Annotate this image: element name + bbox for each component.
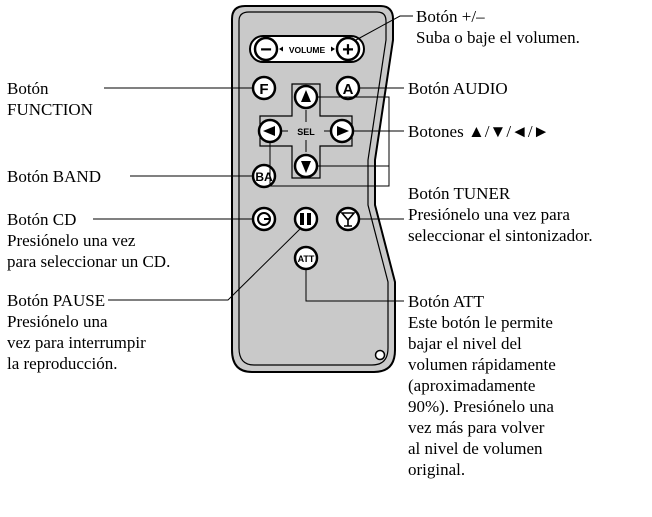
callout-volume-title: Botón +/– — [416, 7, 485, 26]
sel-cross-frame — [259, 83, 353, 179]
volume-plus-button — [335, 36, 361, 62]
callout-tuner-desc-line1: Presiónelo una vez para — [408, 205, 570, 224]
callout-att-desc-line8: original. — [408, 460, 466, 479]
remote-inner-edge — [238, 11, 389, 366]
sel-label: SEL — [297, 127, 315, 137]
callout-att-desc-line6: vez más para volver — [408, 418, 545, 437]
volume-left-triangle — [279, 46, 283, 52]
callout-audio-title: Botón AUDIO — [408, 79, 508, 98]
callout-function-title: Botón — [7, 79, 49, 98]
callout-pause-desc-line1: Presiónelo una — [7, 312, 108, 331]
callout-att-desc-line4: (aproximadamente — [408, 376, 536, 395]
callout-volume: Botón +/– Suba o baje el volumen. — [416, 6, 580, 48]
pause-icon-bar-right — [307, 213, 311, 225]
callout-cd-desc-line2: para seleccionar un CD. — [7, 252, 171, 271]
callout-function: Botón FUNCTION — [7, 78, 93, 120]
callout-volume-desc: Suba o baje el volumen. — [416, 28, 580, 47]
callout-tuner-title: Botón TUNER — [408, 184, 511, 203]
pause-icon-bar-left — [300, 213, 304, 225]
callout-att: Botón ATT Este botón le permite bajar el… — [408, 291, 556, 480]
remote-hole — [374, 349, 386, 361]
callout-att-title: Botón ATT — [408, 292, 485, 311]
pause-button — [293, 206, 319, 232]
volume-plus-glyph: + — [342, 39, 354, 61]
band-key-label: BA — [255, 170, 273, 184]
tuner-antenna-icon — [340, 212, 356, 227]
audio-key-label: A — [343, 81, 354, 98]
callout-tuner: Botón TUNER Presiónelo una vez para sele… — [408, 183, 593, 246]
callout-att-desc-line2: bajar el nivel del — [408, 334, 522, 353]
callout-cd-title: Botón CD — [7, 210, 77, 229]
callout-att-desc-line7: al nivel de volumen — [408, 439, 543, 458]
callout-pause-title: Botón PAUSE — [7, 291, 106, 310]
leader-pause — [108, 227, 302, 301]
leader-arrows-bracket — [270, 96, 390, 187]
volume-right-triangle — [331, 46, 335, 52]
down-arrow-icon — [301, 161, 311, 173]
leader-att — [305, 269, 404, 302]
volume-label: VOLUME — [289, 45, 326, 55]
callout-att-desc-line3: volumen rápidamente — [408, 355, 556, 374]
callout-cd: Botón CD Presiónelo una vez para selecci… — [7, 209, 170, 272]
callout-cd-desc-line1: Presiónelo una vez — [7, 231, 136, 250]
leader-volume — [355, 15, 413, 41]
callout-pause-desc-line3: la reproducción. — [7, 354, 118, 373]
volume-minus-button — [253, 36, 279, 62]
callout-pause-desc-line2: vez para interrumpir — [7, 333, 146, 352]
callout-function-title2: FUNCTION — [7, 100, 93, 119]
callout-att-desc-line1: Este botón le permite — [408, 313, 553, 332]
left-arrow-icon — [263, 126, 275, 136]
callout-tuner-desc-line2: seleccionar el sintonizador. — [408, 226, 593, 245]
callout-att-desc-line5: 90%). Presiónelo una — [408, 397, 554, 416]
callout-band-title: Botón BAND — [7, 167, 101, 186]
right-arrow-icon — [337, 126, 349, 136]
volume-minus-glyph: − — [260, 39, 272, 61]
att-key-label: ATT — [298, 254, 315, 264]
callout-arrows-title: Botones ▲/▼/◄/► — [408, 122, 550, 141]
function-key-label: F — [259, 81, 268, 98]
up-arrow-icon — [301, 90, 311, 102]
volume-rocker — [249, 35, 365, 63]
callout-pause: Botón PAUSE Presiónelo una vez para inte… — [7, 290, 146, 374]
